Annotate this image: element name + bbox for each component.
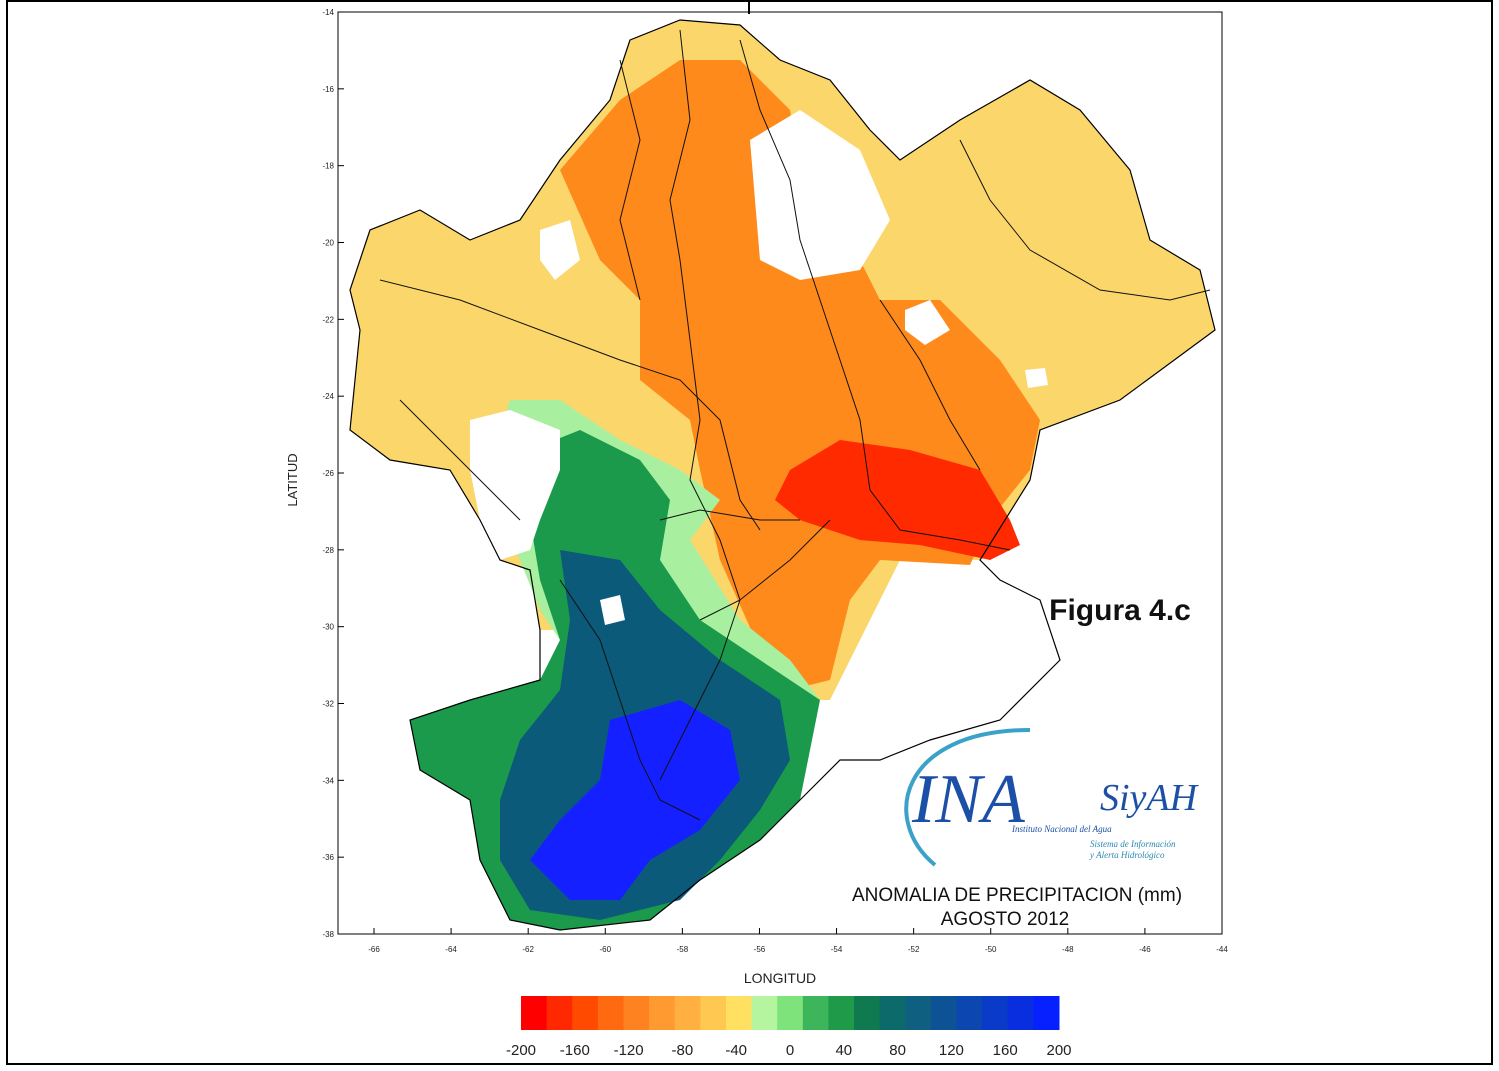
map-title: ANOMALIA DE PRECIPITACION (mm) xyxy=(852,885,1182,906)
x-axis-label: LONGITUD xyxy=(744,970,816,986)
color-legend xyxy=(521,996,1060,1030)
legend-label: 200 xyxy=(1046,1042,1071,1059)
legend-swatch xyxy=(597,996,624,1030)
legend-swatch xyxy=(700,996,727,1030)
no-data-patch xyxy=(1025,368,1048,388)
legend-label: 40 xyxy=(835,1042,852,1059)
map-subtitle: AGOSTO 2012 xyxy=(941,909,1070,930)
logo-main: INA xyxy=(911,761,1025,838)
legend-swatch xyxy=(521,996,548,1030)
legend-swatch xyxy=(751,996,778,1030)
legend-swatch xyxy=(572,996,599,1030)
y-tick-label: -26 xyxy=(322,469,334,478)
legend-swatch xyxy=(879,996,906,1030)
y-tick-label: -18 xyxy=(322,162,334,171)
y-tick-label: -34 xyxy=(322,776,334,785)
anomaly-zone-strong-dry xyxy=(775,440,1020,560)
color-legend-labels: -200 -160 -120 -80 -40 0 40 80 120 160 200 xyxy=(506,1042,1072,1059)
legend-swatch xyxy=(828,996,855,1030)
legend-swatch xyxy=(623,996,650,1030)
y-axis-label: LATITUD xyxy=(285,453,300,506)
x-tick-label: -64 xyxy=(445,945,457,954)
legend-label: -120 xyxy=(614,1042,644,1059)
legend-swatch xyxy=(930,996,958,1030)
y-tick-label: -14 xyxy=(322,8,334,17)
y-tick-label: -28 xyxy=(322,546,334,555)
x-tick-label: -52 xyxy=(908,945,920,954)
no-data-patch xyxy=(905,300,950,345)
legend-swatch xyxy=(956,996,983,1030)
x-tick-label: -46 xyxy=(1139,945,1151,954)
legend-label: -40 xyxy=(725,1042,747,1059)
logo-line3: y Alerta Hidrológico xyxy=(1089,850,1165,860)
basin-outline xyxy=(349,19,1216,931)
y-tick-label: -30 xyxy=(322,623,334,632)
legend-swatch xyxy=(854,996,881,1030)
no-data-patch xyxy=(750,110,890,280)
legend-swatch xyxy=(546,996,573,1030)
legend-swatch xyxy=(777,996,804,1030)
ina-siyah-logo: INA SiyAH Instituto Nacional del Agua Si… xyxy=(904,728,1200,867)
basin-map xyxy=(349,19,1216,931)
y-tick-label: -24 xyxy=(322,392,334,401)
y-tick-label: -32 xyxy=(322,700,334,709)
legend-swatch xyxy=(649,996,676,1030)
logo-line1: Instituto Nacional del Agua xyxy=(1011,824,1112,834)
legend-swatch xyxy=(1007,996,1034,1030)
x-tick-label: -44 xyxy=(1216,945,1228,954)
no-data-patch xyxy=(470,410,560,560)
logo-brand: SiyAH xyxy=(1100,777,1200,819)
figure-label: Figura 4.c xyxy=(1049,594,1191,627)
legend-label: 80 xyxy=(889,1042,906,1059)
y-tick-label: -36 xyxy=(322,853,334,862)
x-axis-ticks: -66 -64 -62 -60 -58 -56 -54 -52 -50 -48 -46 -44 xyxy=(368,928,1228,954)
legend-swatch xyxy=(725,996,753,1030)
legend-label: 160 xyxy=(993,1042,1018,1059)
legend-swatch xyxy=(982,996,1009,1030)
y-tick-label: -16 xyxy=(322,85,334,94)
x-tick-label: -60 xyxy=(599,945,611,954)
legend-swatch xyxy=(905,996,932,1030)
legend-swatch xyxy=(1033,996,1060,1030)
x-tick-label: -50 xyxy=(985,945,997,954)
no-data-patch xyxy=(540,220,580,280)
legend-label: 120 xyxy=(939,1042,964,1059)
no-data-patch xyxy=(600,595,625,625)
x-tick-label: -58 xyxy=(677,945,689,954)
legend-label: -200 xyxy=(506,1042,536,1059)
legend-swatch xyxy=(802,996,829,1030)
x-tick-label: -48 xyxy=(1062,945,1074,954)
legend-label: -80 xyxy=(672,1042,694,1059)
top-divider xyxy=(748,0,750,14)
legend-label: -160 xyxy=(560,1042,590,1059)
legend-label: 0 xyxy=(786,1042,794,1059)
river-network xyxy=(379,29,1211,821)
legend-swatch xyxy=(674,996,701,1030)
x-tick-label: -62 xyxy=(522,945,534,954)
y-tick-label: -22 xyxy=(322,315,334,324)
x-tick-label: -54 xyxy=(831,945,843,954)
logo-swoosh-icon xyxy=(904,728,1031,867)
x-tick-label: -56 xyxy=(754,945,766,954)
x-tick-label: -66 xyxy=(368,945,380,954)
logo-line2: Sistema de Información xyxy=(1090,839,1176,849)
y-tick-label: -38 xyxy=(322,930,334,939)
anomaly-zone-max-wet xyxy=(530,700,740,900)
y-tick-label: -20 xyxy=(322,239,334,248)
y-axis-ticks: -14 -16 -18 -20 -22 -24 -26 -28 -30 -32 -34 -36 -38 xyxy=(322,8,344,939)
